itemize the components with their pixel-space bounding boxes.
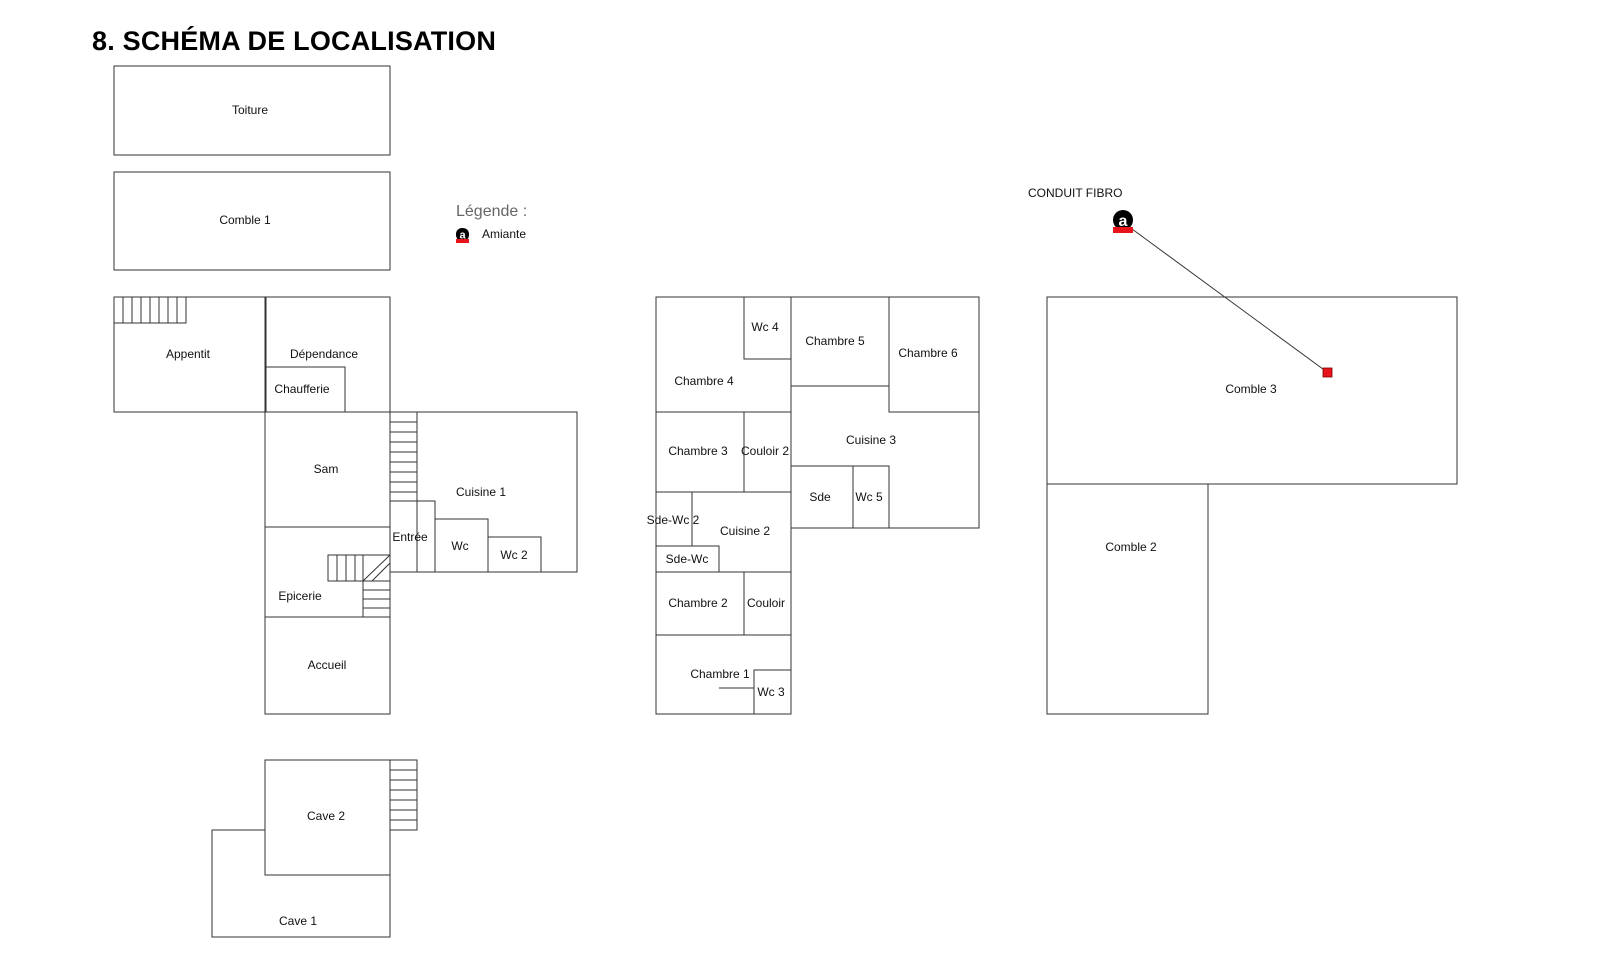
room-label-cuisine-1: Cuisine 1 bbox=[456, 485, 506, 499]
room-wc-2 bbox=[487, 536, 542, 573]
svg-text:a: a bbox=[459, 230, 466, 242]
amiante-marker-icon: a bbox=[1113, 210, 1133, 233]
room-label-chambre-5: Chambre 5 bbox=[805, 334, 865, 348]
room-label-chambre-3: Chambre 3 bbox=[668, 444, 728, 458]
room-label-appentit: Appentit bbox=[166, 347, 211, 361]
room-label-comble-2: Comble 2 bbox=[1105, 540, 1157, 554]
room-label-wc-3: Wc 3 bbox=[757, 685, 785, 699]
room-label-accueil: Accueil bbox=[308, 658, 347, 672]
room-label-cave-1: Cave 1 bbox=[279, 914, 317, 928]
stair-sam bbox=[389, 411, 418, 502]
room-comble-1 bbox=[113, 171, 391, 271]
room-label-sde: Sde bbox=[809, 490, 831, 504]
building-right: Comble 3 Comble 2 CONDUIT FIBRO a bbox=[1028, 186, 1458, 715]
room-label-sam: Sam bbox=[314, 462, 339, 476]
amiante-icon: a bbox=[456, 228, 469, 243]
building-left: Toiture Comble 1 Appentit Dépendance Cha… bbox=[113, 65, 578, 715]
stair-epicerie bbox=[327, 554, 391, 618]
svg-text:a: a bbox=[1119, 213, 1128, 230]
room-label-wc: Wc bbox=[451, 539, 468, 553]
room-wc-3 bbox=[753, 669, 792, 715]
room-wc-5 bbox=[852, 465, 890, 529]
room-label-chambre-4: Chambre 4 bbox=[674, 374, 734, 388]
room-comble-2 bbox=[1046, 483, 1209, 715]
room-chambre-4 bbox=[655, 296, 792, 413]
room-label-cave-2: Cave 2 bbox=[307, 809, 345, 823]
room-label-cuisine-2: Cuisine 2 bbox=[720, 524, 770, 538]
room-label-chambre-6: Chambre 6 bbox=[898, 346, 958, 360]
room-appentit bbox=[113, 296, 267, 413]
room-toiture bbox=[113, 65, 391, 156]
callout-conduit-fibro-label: CONDUIT FIBRO bbox=[1028, 186, 1122, 200]
room-label-comble-1: Comble 1 bbox=[219, 213, 271, 227]
room-comble-3 bbox=[1046, 296, 1458, 485]
room-label-couloir: Couloir bbox=[747, 596, 785, 610]
room-label-dependance: Dépendance bbox=[290, 347, 358, 361]
room-label-wc-5: Wc 5 bbox=[855, 490, 883, 504]
room-label-wc-4: Wc 4 bbox=[751, 320, 779, 334]
building-middle: Chambre 4 Wc 4 Chambre 5 Chambre 6 Chamb… bbox=[647, 296, 980, 715]
room-label-chaufferie: Chaufferie bbox=[274, 382, 329, 396]
room-cuisine-3 bbox=[790, 385, 980, 529]
callout-leader-line bbox=[1131, 228, 1328, 373]
room-accueil bbox=[264, 616, 391, 715]
room-label-sde-wc: Sde-Wc bbox=[666, 552, 709, 566]
legend-amiante-label: Amiante bbox=[482, 227, 526, 241]
room-label-sde-wc-2: Sde-Wc 2 bbox=[647, 513, 700, 527]
sample-point-marker bbox=[1322, 367, 1333, 378]
stair-appentit bbox=[113, 296, 187, 324]
legend: Légende : a Amiante bbox=[456, 203, 527, 243]
room-label-wc-2: Wc 2 bbox=[500, 548, 528, 562]
building-caves: Cave 1 Cave 2 bbox=[211, 759, 418, 938]
stair-cave bbox=[389, 759, 418, 831]
room-label-cuisine-3: Cuisine 3 bbox=[846, 433, 896, 447]
room-label-entree: Entrée bbox=[392, 530, 428, 544]
room-label-toiture: Toiture bbox=[232, 103, 268, 117]
page-title: 8. SCHÉMA DE LOCALISATION bbox=[92, 26, 497, 56]
room-label-chambre-2: Chambre 2 bbox=[668, 596, 728, 610]
room-label-epicerie: Epicerie bbox=[278, 589, 322, 603]
legend-heading: Légende : bbox=[456, 203, 527, 220]
room-label-couloir-2: Couloir 2 bbox=[741, 444, 789, 458]
room-label-comble-3: Comble 3 bbox=[1225, 382, 1277, 396]
room-label-chambre-1: Chambre 1 bbox=[690, 667, 750, 681]
